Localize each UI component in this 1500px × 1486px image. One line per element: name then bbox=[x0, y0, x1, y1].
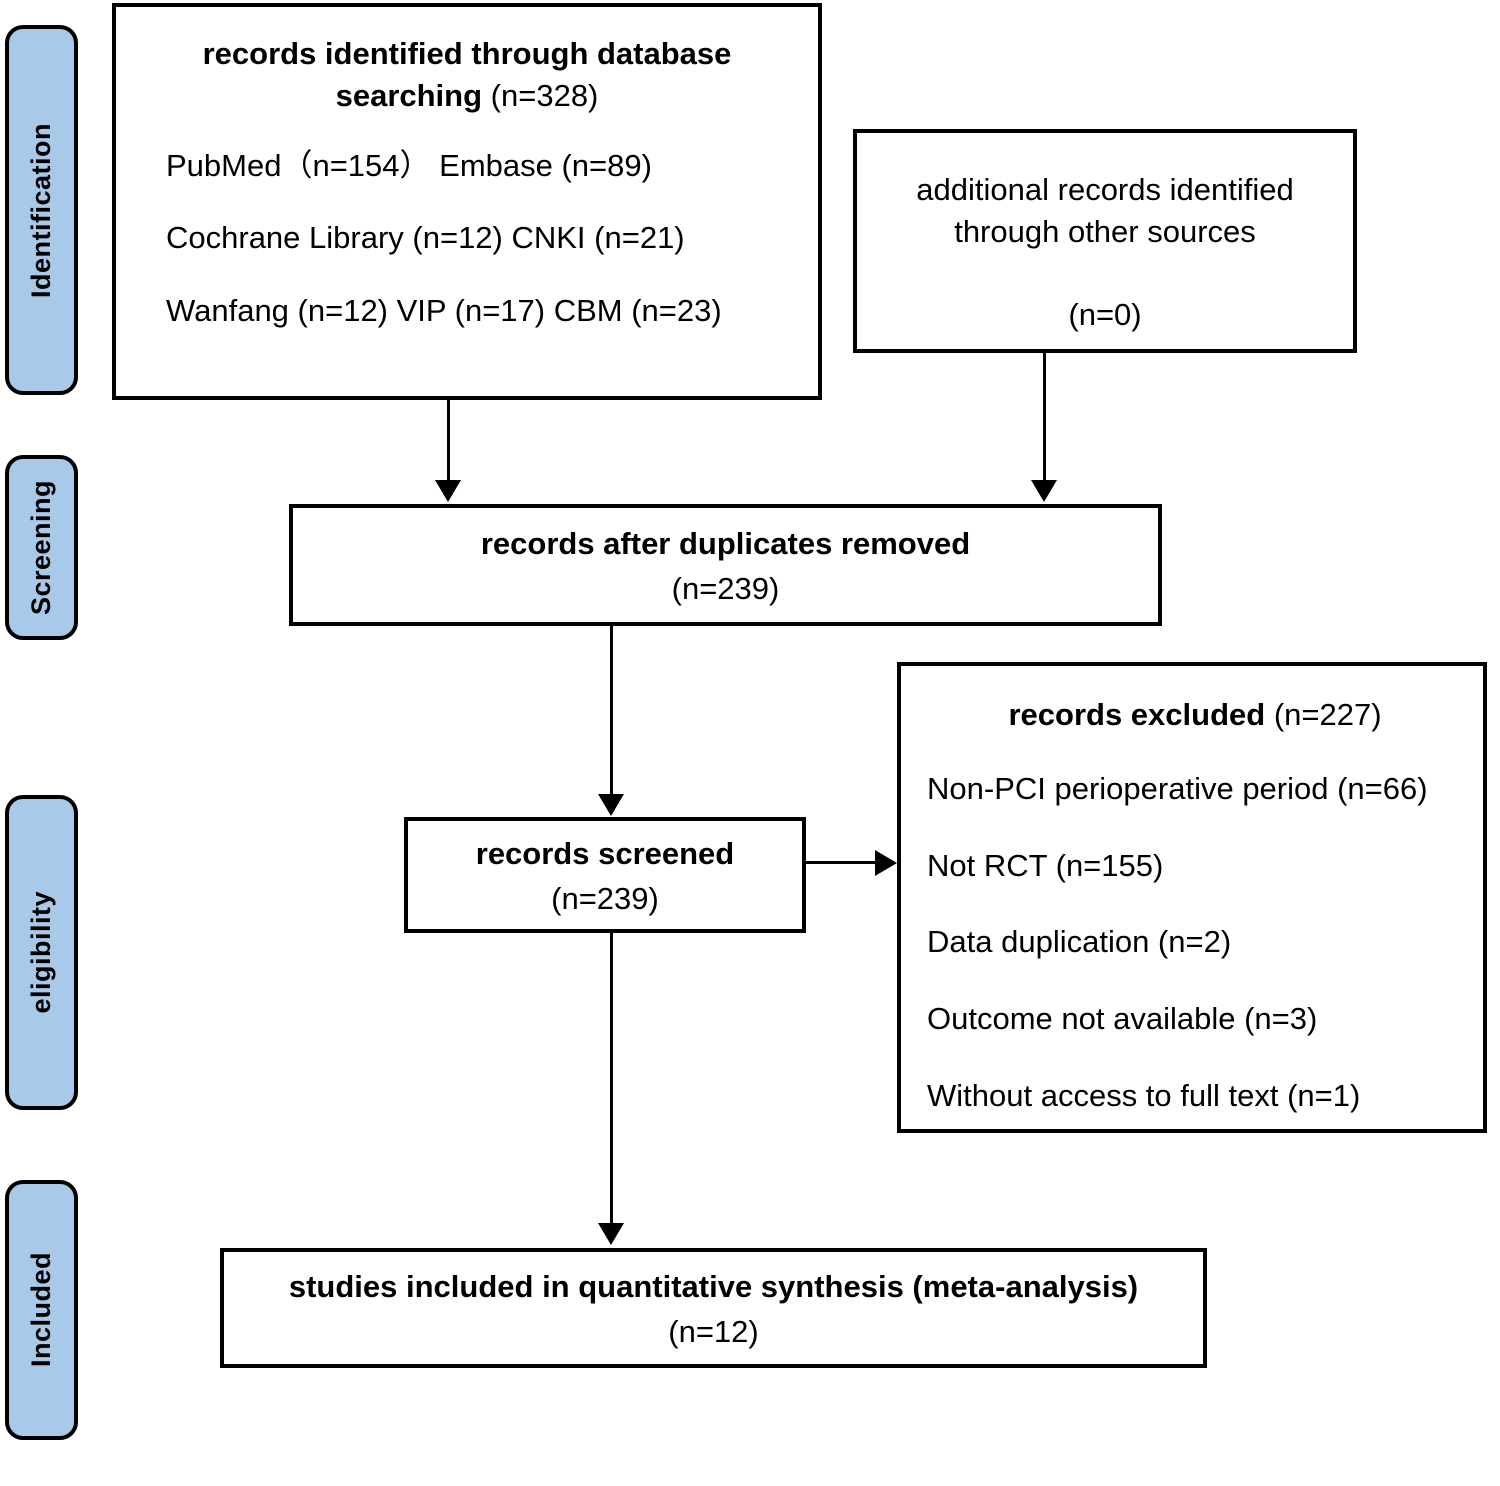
box-records-identified-heading: records identified through database sear… bbox=[140, 33, 794, 117]
exclusion-reason-4: Outcome not available (n=3) bbox=[927, 1001, 1318, 1037]
box-records-excluded-reasons: Non-PCI perioperative period (n=66) Not … bbox=[927, 770, 1463, 1116]
connector-identified-to-duplicates-arrow bbox=[435, 480, 461, 502]
box-records-identified-sources: PubMed（n=154） Embase (n=89) Cochrane Lib… bbox=[140, 147, 794, 331]
stage-label-identification-text: Identification bbox=[26, 122, 56, 298]
exclusion-reason-2: Not RCT (n=155) bbox=[927, 847, 1164, 883]
source-line-3: Wanfang (n=12) VIP (n=17) CBM (n=23) bbox=[166, 293, 722, 329]
connector-identified-to-duplicates-line bbox=[447, 400, 450, 482]
exclusion-reason-5: Without access to full text (n=1) bbox=[927, 1077, 1361, 1113]
box-records-identified-heading-count: (n=328) bbox=[490, 77, 599, 113]
box-records-after-duplicates: records after duplicates removed (n=239) bbox=[289, 504, 1162, 626]
connector-screened-to-excluded-arrow bbox=[875, 850, 897, 876]
stage-label-screening: Screening bbox=[5, 455, 78, 640]
source-line-1: PubMed（n=154） Embase (n=89) bbox=[166, 147, 652, 183]
box-records-screened-heading: records screened bbox=[475, 836, 735, 872]
box-records-excluded-heading-bold: records excluded bbox=[1008, 697, 1266, 732]
box-additional-records-count: (n=0) bbox=[1068, 296, 1142, 332]
box-records-excluded-heading-count: (n=227) bbox=[1273, 697, 1382, 732]
box-records-identified-heading-bold: records identified through database sear… bbox=[202, 36, 732, 113]
box-studies-included-heading: studies included in quantitative synthes… bbox=[288, 1269, 1139, 1305]
box-records-excluded: records excluded (n=227) Non-PCI periope… bbox=[897, 662, 1487, 1133]
stage-label-screening-text: Screening bbox=[26, 479, 56, 616]
box-studies-included: studies included in quantitative synthes… bbox=[220, 1248, 1207, 1368]
connector-duplicates-to-screened-arrow bbox=[598, 794, 624, 816]
exclusion-reason-3: Data duplication (n=2) bbox=[927, 924, 1232, 960]
box-records-screened-count: (n=239) bbox=[551, 880, 659, 916]
stage-label-identification: Identification bbox=[5, 25, 78, 395]
source-line-2: Cochrane Library (n=12) CNKI (n=21) bbox=[166, 220, 685, 256]
box-additional-records-heading: additional records identified through ot… bbox=[916, 172, 1294, 249]
box-studies-included-count: (n=12) bbox=[668, 1313, 759, 1349]
box-records-identified: records identified through database sear… bbox=[112, 3, 822, 400]
stage-label-eligibility-text: eligibility bbox=[26, 891, 56, 1014]
connector-additional-to-duplicates-arrow bbox=[1031, 480, 1057, 502]
stage-label-eligibility: eligibility bbox=[5, 795, 78, 1110]
stage-label-included: Included bbox=[5, 1180, 78, 1440]
box-records-excluded-heading: records excluded (n=227) bbox=[927, 694, 1463, 736]
connector-screened-to-excluded-line bbox=[806, 861, 878, 864]
box-records-after-duplicates-count: (n=239) bbox=[671, 570, 780, 606]
stage-label-included-text: Included bbox=[26, 1252, 56, 1368]
box-records-screened: records screened (n=239) bbox=[404, 817, 806, 933]
exclusion-reason-1: Non-PCI perioperative period (n=66) bbox=[927, 770, 1428, 806]
box-records-after-duplicates-heading: records after duplicates removed bbox=[480, 526, 971, 562]
connector-duplicates-to-screened-line bbox=[610, 626, 613, 796]
connector-screened-to-included-line bbox=[610, 933, 613, 1225]
box-additional-records: additional records identified through ot… bbox=[853, 129, 1357, 353]
connector-screened-to-included-arrow bbox=[598, 1223, 624, 1245]
connector-additional-to-duplicates-line bbox=[1043, 353, 1046, 482]
